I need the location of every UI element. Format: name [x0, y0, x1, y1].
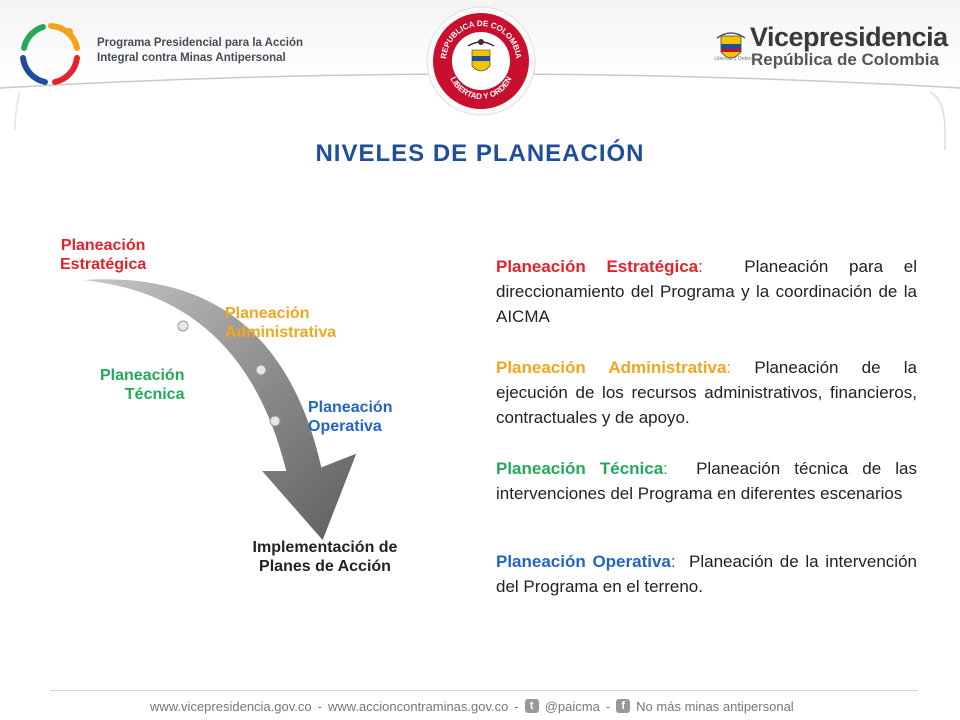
desc-text: Planeación de la ejecución de los recurs… — [496, 358, 922, 427]
twitter-icon: t — [524, 699, 539, 713]
connector-dot — [269, 415, 281, 427]
label-line: Planeación — [60, 237, 146, 254]
label-line: Operativa — [308, 418, 382, 435]
connector-dot — [255, 364, 267, 376]
facebook-icon: f — [616, 699, 631, 713]
connector-dot — [177, 320, 189, 332]
footer-link-vicepresidencia[interactable]: www.vicepresidencia.gov.co — [150, 698, 312, 714]
paicma-logo-text: Programa Presidencial para la Acción Int… — [97, 36, 347, 66]
desc-term: Planeación Estratégica — [496, 257, 699, 276]
label-implementacion: Implementación de Planes de Acción — [235, 538, 415, 576]
label-line: Técnica — [124, 386, 185, 403]
desc-term: Planeación Técnica — [496, 459, 664, 478]
desc-term: Planeación Operativa — [496, 552, 671, 571]
footer-separator: - — [605, 698, 611, 714]
label-planeacion-estrategica: Planeación Estratégica — [60, 236, 146, 274]
desc-colon: : — [663, 459, 668, 478]
paicma-logo-line2: Integral contra Minas Antipersonal — [97, 52, 286, 64]
label-line: Planeación — [308, 399, 393, 416]
label-line: Estratégica — [60, 256, 147, 273]
label-line: Planeación — [100, 367, 185, 384]
label-planeacion-tecnica: Planeación Técnica — [100, 366, 184, 404]
desc-operativa: Planeación Operativa: Planeación de la i… — [496, 549, 917, 599]
colombia-seal-logo: REPUBLICA DE COLOMBIA LIBERTAD Y ORDEN — [426, 6, 536, 116]
planning-levels-diagram: Planeación Estratégica Planeación Admini… — [40, 230, 470, 600]
desc-text: Planeación de la intervención del Progra… — [496, 552, 922, 596]
footer-divider — [50, 690, 918, 691]
footer-separator: - — [317, 698, 322, 714]
label-line: Planes de Acción — [259, 558, 391, 575]
desc-colon: : — [670, 552, 676, 571]
curved-arrow — [69, 277, 360, 544]
republica-subtitle: República de Colombia — [751, 50, 939, 69]
footer-twitter-handle[interactable]: @paicma — [544, 698, 600, 714]
paicma-logo-line1: Programa Presidencial para la Acción — [97, 37, 304, 49]
label-line: Implementación de — [252, 539, 398, 556]
colombia-shield-icon — [716, 32, 746, 59]
desc-term: Planeación Administrativa — [496, 358, 727, 377]
desc-colon: : — [726, 358, 732, 377]
footer-separator: - — [514, 698, 519, 714]
vicepresidencia-title: Vicepresidencia — [750, 22, 948, 52]
label-line: Administrativa — [225, 324, 337, 341]
desc-tecnica: Planeación Técnica: Planeación técnica d… — [496, 456, 917, 506]
desc-text: Planeación técnica de las intervenciones… — [496, 459, 922, 503]
arrow-highlight — [71, 280, 278, 461]
footer-link-accioncontraminas[interactable]: www.accioncontraminas.gov.co — [327, 698, 509, 714]
label-line: Planeación — [225, 305, 310, 322]
page-title: NIVELES DE PLANEACIÓN — [315, 140, 645, 167]
desc-text: Planeación para el direccionamiento del … — [496, 257, 922, 326]
desc-estrategica: Planeación Estratégica: Planeación para … — [496, 254, 917, 329]
label-planeacion-operativa: Planeación Operativa — [308, 398, 392, 436]
vp-motto: Libertad y Orden — [714, 56, 752, 62]
desc-administrativa: Planeación Administrativa: Planeación de… — [496, 355, 917, 430]
footer: www.vicepresidencia.gov.co - www.accionc… — [150, 696, 794, 716]
footer-facebook-page[interactable]: No más minas antipersonal — [636, 698, 794, 714]
label-planeacion-administrativa: Planeación Administrativa — [225, 304, 336, 342]
paicma-ring-logo — [20, 23, 80, 85]
desc-colon: : — [698, 257, 703, 276]
